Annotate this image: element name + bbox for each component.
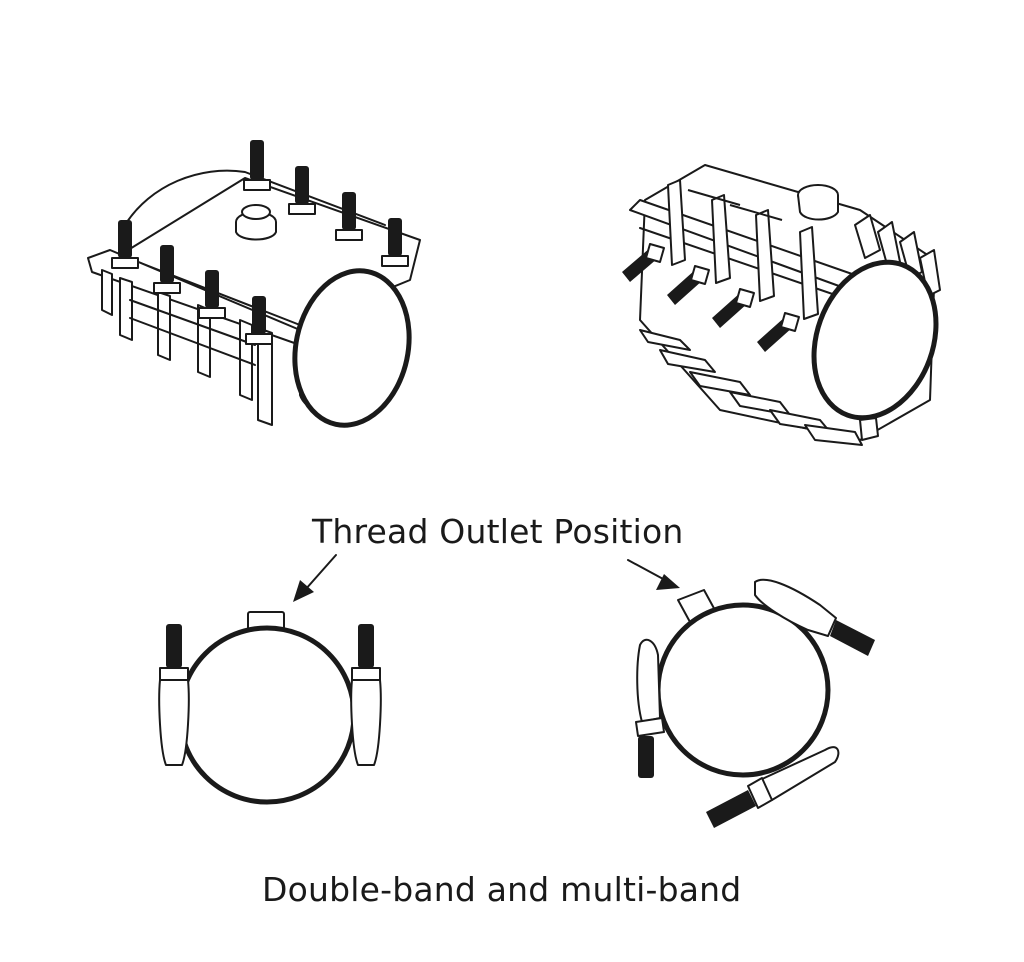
pipe-section-right <box>655 602 831 778</box>
thread-outlet-top <box>241 204 271 220</box>
bottom-right-nut <box>747 777 773 809</box>
multi-left-bolt <box>638 736 654 778</box>
back-bolts <box>243 140 409 267</box>
bottom-nut <box>859 417 879 441</box>
bottom-right-bolt <box>706 790 756 828</box>
right-nut <box>351 667 381 681</box>
right-lug <box>350 679 382 766</box>
left-arrow-head <box>293 580 314 602</box>
front-band-straps <box>101 269 273 426</box>
thread-outlet-base <box>235 222 277 241</box>
multi-thread-outlet-base <box>797 194 839 221</box>
right-bolt <box>358 624 374 668</box>
bottom-right-lug <box>759 746 840 801</box>
multi-band-cross-section <box>635 578 875 828</box>
side-fins <box>854 214 941 297</box>
outlet-arrows <box>293 554 680 602</box>
multi-pipe-end <box>811 259 939 421</box>
multi-band-clamp-isometric <box>622 164 941 446</box>
top-right-bolt <box>830 620 875 656</box>
front-bolts <box>111 220 273 345</box>
multi-left-nut <box>635 717 665 737</box>
left-lug <box>158 679 190 766</box>
pipe-section-left <box>177 625 357 805</box>
double-band-clamp-isometric <box>87 140 421 428</box>
multi-left-lug <box>636 638 661 723</box>
bottom-fins <box>639 329 863 446</box>
right-arrow-head <box>656 574 680 590</box>
left-nut <box>159 667 189 681</box>
multi-bolts <box>622 243 800 352</box>
right-arrow-shaft <box>627 559 666 581</box>
double-band-cross-section <box>158 611 382 805</box>
multi-band-straps <box>667 179 819 320</box>
pipe-end <box>292 268 412 428</box>
clamp-shell-top <box>124 169 386 226</box>
left-bolt <box>166 624 182 668</box>
diagram-caption: Double-band and multi-band <box>262 870 742 909</box>
top-right-lug <box>754 578 837 637</box>
thread-outlet-label: Thread Outlet Position <box>312 512 684 551</box>
left-arrow-shaft <box>304 554 337 591</box>
